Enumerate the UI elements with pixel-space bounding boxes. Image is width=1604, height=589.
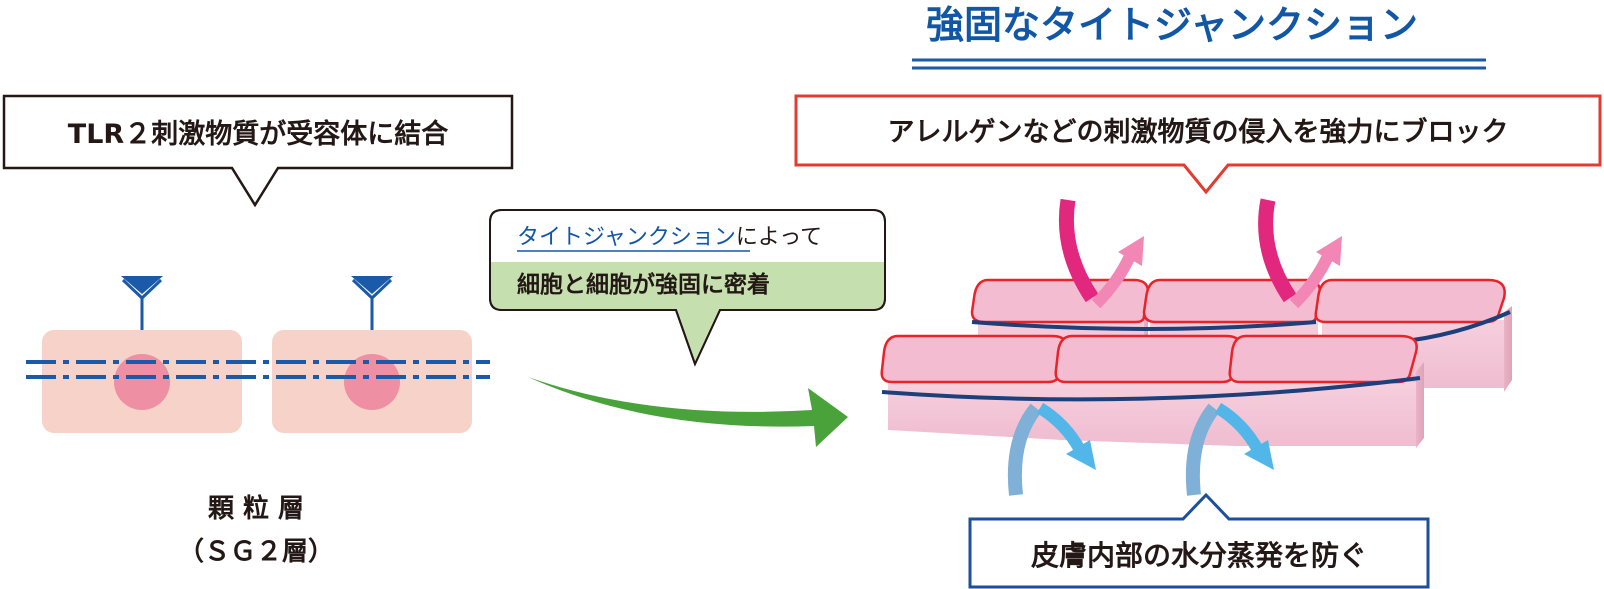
tight-junction-tiles	[880, 278, 1512, 448]
junction-band-back	[971, 320, 1317, 331]
curved-arrow-icon	[1185, 402, 1274, 496]
middle-callout: タイトジャンクションによって 細胞と細胞が強固に密着	[489, 209, 886, 367]
curved-arrow-icon	[1058, 198, 1144, 309]
curved-arrow-icon	[1007, 402, 1096, 496]
junction-band-front	[881, 376, 1421, 402]
cell-tile	[880, 334, 1068, 440]
y-receptor-icon	[121, 276, 163, 330]
curved-arrow-icon	[1258, 198, 1342, 309]
right-bottom-callout: 皮膚内部の水分蒸発を防ぐ	[968, 492, 1430, 589]
left-callout-text: TLR２刺激物質が受容体に結合	[68, 118, 448, 150]
nucleus-left	[114, 354, 170, 410]
right-top-callout-text: アレルゲンなどの刺激物質の侵入を強力にブロック	[888, 116, 1509, 148]
layer-name: 顆 粒 層	[208, 493, 304, 524]
curved-arrow-icon	[528, 377, 848, 447]
title-text: 強固なタイトジャンクション	[926, 3, 1418, 47]
right-top-callout: アレルゲンなどの刺激物質の侵入を強力にブロック	[794, 94, 1602, 195]
right-bottom-callout-text: 皮膚内部の水分蒸発を防ぐ	[1031, 539, 1367, 572]
layer-code: （ＳＧ２層）	[178, 537, 334, 567]
sg2-cells	[26, 276, 490, 433]
middle-callout-line1: タイトジャンクションによって	[517, 225, 822, 250]
nucleus-right	[344, 354, 400, 410]
middle-callout-suffix: によって	[736, 225, 822, 250]
cell-tile	[1054, 334, 1242, 446]
left-callout: TLR２刺激物質が受容体に結合	[2, 94, 514, 208]
title-group: 強固なタイトジャンクション	[912, 3, 1486, 70]
middle-callout-line2: 細胞と細胞が強固に密着	[517, 271, 770, 298]
y-receptor-icon	[351, 276, 393, 330]
tight-junction-link: タイトジャンクション	[517, 225, 736, 250]
